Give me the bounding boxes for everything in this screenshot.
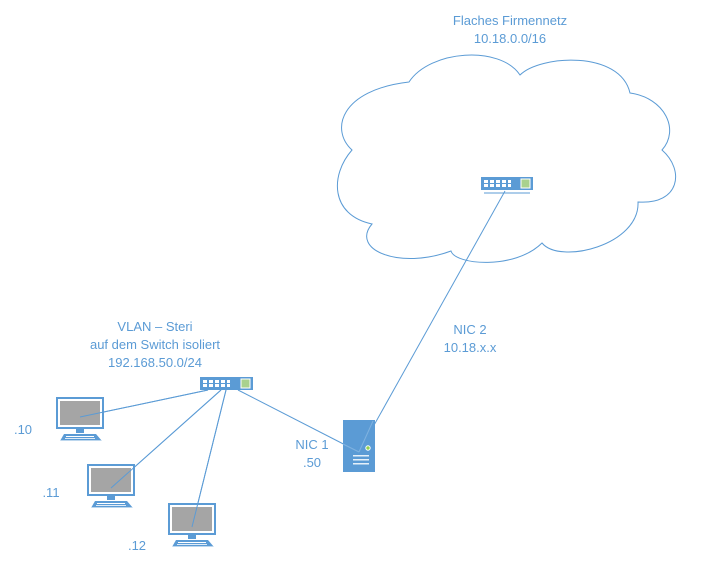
corporate-network-subnet: 10.18.0.0/16 (473, 31, 547, 46)
corporate-network-cloud (337, 54, 677, 263)
corporate-switch-icon[interactable] (481, 177, 533, 194)
client-11-address: .11 (42, 485, 60, 500)
vlan-subtitle: auf dem Switch isoliert (89, 337, 221, 352)
vlan-switch-icon[interactable] (200, 377, 253, 390)
link-client-12-overlay (191, 389, 227, 528)
corporate-network-title: Flaches Firmennetz (452, 13, 568, 28)
client-10-address: .10 (13, 422, 33, 437)
nic1-address: .50 (302, 455, 322, 470)
nic2-label: NIC 2 10.18.x.x (430, 321, 510, 357)
server-nic-line-overlay (358, 420, 374, 453)
nic1-label: NIC 1 .50 (287, 436, 337, 472)
nic2-address: 10.18.x.x (443, 340, 497, 355)
desktop-icon[interactable] (168, 503, 216, 548)
vlan-title: VLAN – Steri (117, 319, 193, 334)
vlan-label: VLAN – Steri auf dem Switch isoliert 192… (60, 318, 250, 372)
client-12-address: .12 (127, 538, 147, 553)
corporate-network-label: Flaches Firmennetz 10.18.0.0/16 (420, 12, 600, 48)
server-nic1-line-overlay (342, 443, 360, 453)
link-nic1-to-vlan-switch (237, 389, 360, 453)
desktop-icon[interactable] (56, 397, 104, 442)
desktop-icon[interactable] (87, 464, 135, 509)
link-client-10-overlay (79, 389, 209, 418)
vlan-subnet: 192.168.50.0/24 (108, 355, 202, 370)
link-client-11-overlay (110, 389, 222, 489)
link-nic2-to-corporate-switch (358, 190, 506, 453)
nic2-name: NIC 2 (453, 322, 487, 337)
nic1-name: NIC 1 (295, 437, 329, 452)
